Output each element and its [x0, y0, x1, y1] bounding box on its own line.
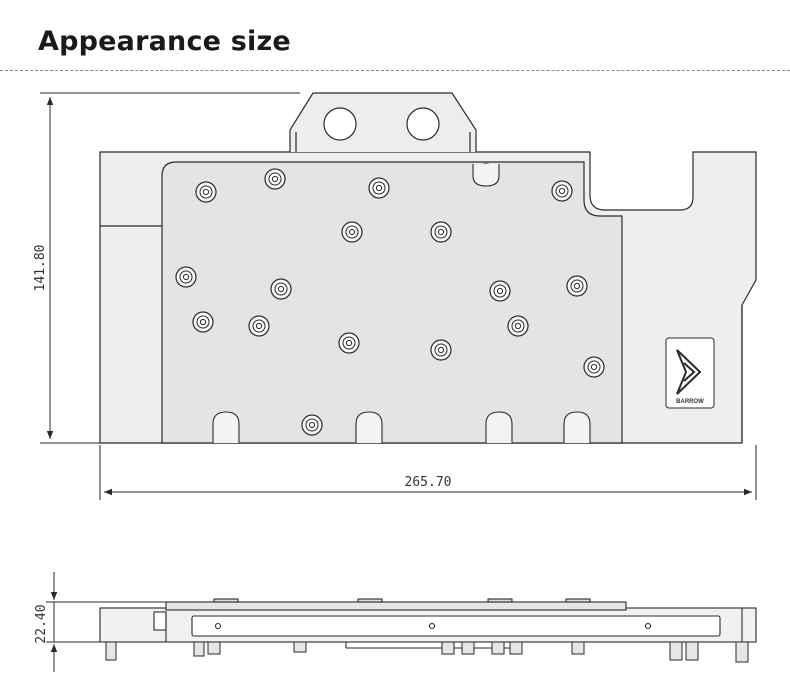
- side-window: [191, 615, 721, 637]
- screw-1: [195, 181, 217, 203]
- side-left-block: [153, 611, 167, 631]
- standoff-8: [509, 641, 523, 655]
- side-top-layer: [165, 601, 627, 611]
- screw-10: [489, 280, 511, 302]
- standoff-1: [105, 641, 117, 661]
- tab-3: [485, 411, 513, 443]
- title-divider: [0, 70, 790, 71]
- thickness-dimension-label: 22.40: [34, 604, 49, 643]
- inner-panel: [161, 161, 623, 444]
- screw-3: [368, 177, 390, 199]
- screw-15: [338, 332, 360, 354]
- screw-group: [175, 163, 605, 437]
- tab-top: [472, 164, 500, 187]
- screw-13: [248, 315, 270, 337]
- standoff-10: [669, 641, 683, 661]
- top-view: [99, 92, 757, 444]
- terminal-block: [289, 92, 477, 152]
- width-dimension: [99, 445, 757, 500]
- standoff-4: [293, 641, 307, 653]
- standoff-7: [491, 641, 505, 655]
- side-standoffs: [105, 641, 749, 663]
- standoff-11: [685, 641, 699, 661]
- screw-17: [583, 356, 605, 378]
- side-view: [99, 598, 757, 649]
- screw-9: [270, 278, 292, 300]
- tab-2: [355, 411, 383, 443]
- brand-logo: BARROW: [665, 337, 715, 409]
- tab-1: [212, 411, 240, 443]
- screw-5: [551, 180, 573, 202]
- screw-14: [507, 315, 529, 337]
- screw-2: [264, 168, 286, 190]
- standoff-9: [571, 641, 585, 655]
- standoff-3: [207, 641, 221, 655]
- width-dimension-label: 265.70: [405, 475, 452, 490]
- screw-6: [341, 221, 363, 243]
- screw-12: [192, 311, 214, 333]
- height-dimension-label: 141.80: [33, 245, 48, 292]
- bottom-tabs: [212, 164, 591, 443]
- standoff-12: [735, 641, 749, 663]
- page-title: Appearance size: [38, 26, 291, 57]
- thickness-dimension: [46, 572, 166, 672]
- tab-4: [563, 411, 591, 443]
- screw-19: [301, 414, 323, 436]
- brand-name: BARROW: [676, 399, 704, 405]
- standoff-6: [461, 641, 475, 655]
- port-inlet: [323, 107, 357, 141]
- screw-8: [175, 266, 197, 288]
- standoff-5: [441, 641, 455, 655]
- screw-11: [566, 275, 588, 297]
- screw-16: [430, 339, 452, 361]
- standoff-2: [193, 641, 205, 657]
- screw-7: [430, 221, 452, 243]
- port-outlet: [406, 107, 440, 141]
- height-dimension: [40, 92, 300, 444]
